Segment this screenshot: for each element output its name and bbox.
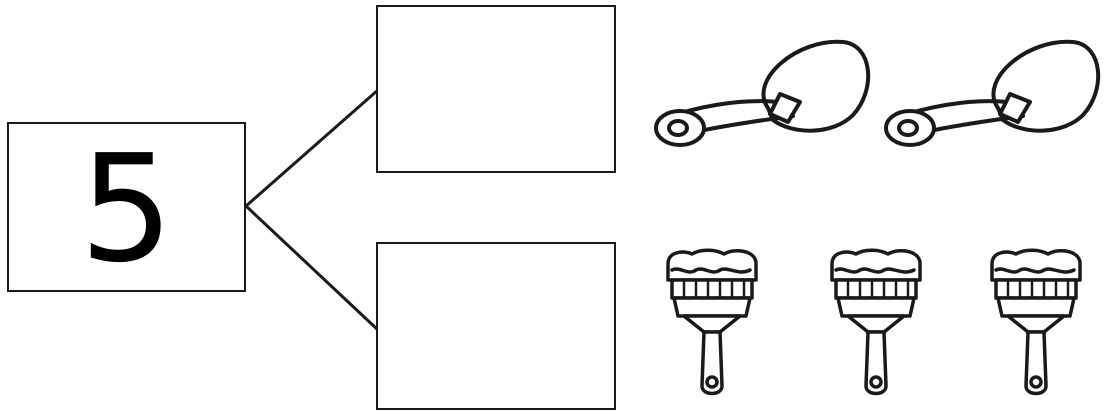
paintbrush-icon	[990, 248, 1082, 396]
safety-pin-icon	[884, 39, 1101, 147]
connector-bottom	[244, 204, 380, 332]
whole-number: 5	[79, 123, 174, 295]
part-box-top[interactable]	[376, 5, 616, 173]
part-box-bottom[interactable]	[376, 242, 616, 410]
safety-pin-icon	[654, 39, 871, 147]
paintbrush-icon	[830, 248, 922, 396]
connector-top	[245, 88, 379, 208]
whole-number-box: 5	[7, 122, 246, 292]
paintbrush-icon	[666, 248, 758, 396]
